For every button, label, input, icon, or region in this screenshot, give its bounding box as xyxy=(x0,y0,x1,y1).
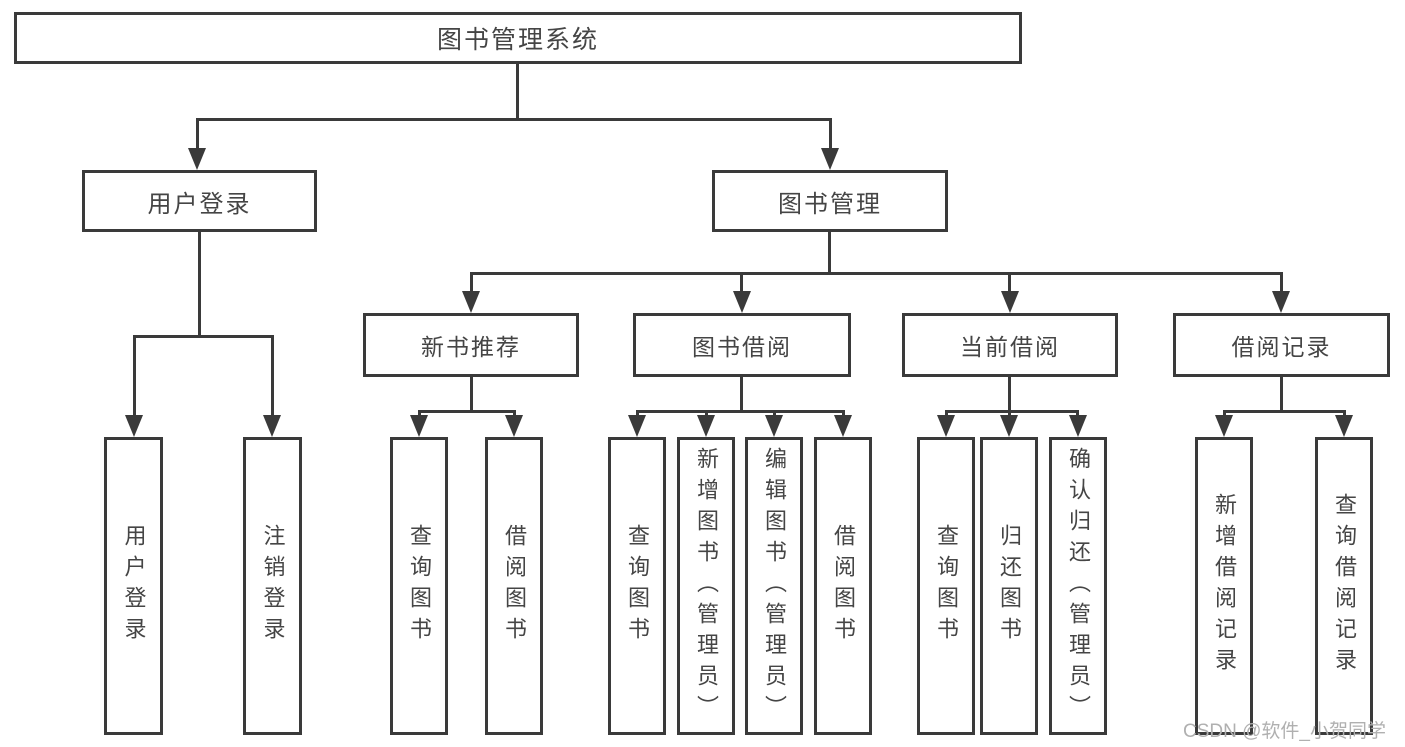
connector-v xyxy=(1076,410,1079,417)
leaf-user-login: 用户登录 xyxy=(104,437,163,735)
connector-v xyxy=(636,410,639,417)
arrowhead-down-icon xyxy=(1272,291,1290,313)
arrowhead-down-icon xyxy=(1001,291,1019,313)
leaf-query-books-borrowing: 查询图书 xyxy=(608,437,666,735)
connector-h xyxy=(945,410,1079,413)
connector-h xyxy=(418,410,516,413)
arrowhead-down-icon xyxy=(821,148,839,170)
leaf-confirm-return-admin: 确认归还（管理员） xyxy=(1049,437,1107,735)
connector-v xyxy=(1280,377,1283,412)
connector-h xyxy=(1223,410,1345,413)
connector-v xyxy=(470,272,473,294)
node-book-management: 图书管理 xyxy=(712,170,948,232)
arrowhead-down-icon xyxy=(1000,415,1018,437)
connector-v xyxy=(513,410,516,417)
arrowhead-down-icon xyxy=(1335,415,1353,437)
arrowhead-down-icon xyxy=(188,148,206,170)
arrowhead-down-icon xyxy=(733,291,751,313)
arrowhead-down-icon xyxy=(697,415,715,437)
connector-h xyxy=(196,118,832,121)
connector-v xyxy=(1280,272,1283,294)
leaf-logout-label: 注销登录 xyxy=(260,524,286,648)
arrowhead-down-icon xyxy=(1215,415,1233,437)
connector-v xyxy=(1343,410,1346,417)
arrowhead-down-icon xyxy=(410,415,428,437)
arrowhead-down-icon xyxy=(937,415,955,437)
connector-v xyxy=(740,272,743,294)
leaf-query-books-current: 查询图书 xyxy=(917,437,975,735)
connector-v xyxy=(828,232,831,274)
watermark: CSDN @软件_小贺同学 xyxy=(1183,721,1386,742)
node-user-login-label: 用户登录 xyxy=(147,190,252,218)
connector-v xyxy=(1008,272,1011,294)
connector-v xyxy=(1008,377,1011,412)
arrowhead-down-icon xyxy=(125,415,143,437)
leaf-borrow-books-borrowing-label: 借阅图书 xyxy=(831,524,856,648)
leaf-return-books-label: 归还图书 xyxy=(997,524,1022,648)
node-book-management-label: 图书管理 xyxy=(778,190,882,218)
node-current-borrowing: 当前借阅 xyxy=(902,313,1118,377)
connector-v xyxy=(196,118,199,150)
connector-v xyxy=(829,118,832,150)
leaf-borrow-books-recommend-label: 借阅图书 xyxy=(502,524,527,648)
node-library-system-label: 图书管理系统 xyxy=(436,26,599,54)
leaf-add-borrow-record-label: 新增借阅记录 xyxy=(1212,493,1237,679)
connector-v xyxy=(198,232,201,337)
connector-v xyxy=(740,377,743,412)
leaf-add-books-admin: 新增图书（管理员） xyxy=(677,437,735,735)
connector-v xyxy=(842,410,845,417)
leaf-return-books: 归还图书 xyxy=(980,437,1038,735)
connector-v xyxy=(1008,410,1011,417)
arrowhead-down-icon xyxy=(1069,415,1087,437)
leaf-query-books-recommend-label: 查询图书 xyxy=(407,524,432,648)
node-library-system: 图书管理系统 xyxy=(14,12,1022,64)
connector-h xyxy=(636,410,845,413)
node-borrow-records: 借阅记录 xyxy=(1173,313,1390,377)
leaf-edit-books-admin-label: 编辑图书（管理员） xyxy=(762,446,787,726)
connector-h xyxy=(133,335,274,338)
leaf-add-borrow-record: 新增借阅记录 xyxy=(1195,437,1253,735)
leaf-query-books-current-label: 查询图书 xyxy=(934,524,959,648)
leaf-query-borrow-record-label: 查询借阅记录 xyxy=(1332,493,1357,679)
connector-v xyxy=(133,335,136,417)
connector-v xyxy=(470,377,473,412)
connector-v xyxy=(773,410,776,417)
connector-v xyxy=(516,64,519,120)
leaf-logout: 注销登录 xyxy=(243,437,302,735)
connector-v xyxy=(705,410,708,417)
leaf-user-login-label: 用户登录 xyxy=(121,524,147,648)
node-new-book-recommend: 新书推荐 xyxy=(363,313,579,377)
arrowhead-down-icon xyxy=(628,415,646,437)
connector-v xyxy=(271,335,274,417)
node-book-borrowing-label: 图书借阅 xyxy=(692,334,792,360)
arrowhead-down-icon xyxy=(263,415,281,437)
connector-h xyxy=(470,272,1283,275)
arrowhead-down-icon xyxy=(505,415,523,437)
leaf-query-books-recommend: 查询图书 xyxy=(390,437,448,735)
leaf-confirm-return-admin-label: 确认归还（管理员） xyxy=(1066,446,1091,726)
leaf-add-books-admin-label: 新增图书（管理员） xyxy=(694,446,719,726)
leaf-edit-books-admin: 编辑图书（管理员） xyxy=(745,437,803,735)
leaf-borrow-books-recommend: 借阅图书 xyxy=(485,437,543,735)
node-new-book-recommend-label: 新书推荐 xyxy=(421,334,521,360)
node-user-login: 用户登录 xyxy=(82,170,317,232)
leaf-query-borrow-record: 查询借阅记录 xyxy=(1315,437,1373,735)
connector-v xyxy=(1223,410,1226,417)
connector-v xyxy=(418,410,421,417)
leaf-borrow-books-borrowing: 借阅图书 xyxy=(814,437,872,735)
arrowhead-down-icon xyxy=(462,291,480,313)
arrowhead-down-icon xyxy=(765,415,783,437)
node-current-borrowing-label: 当前借阅 xyxy=(960,334,1060,360)
node-book-borrowing: 图书借阅 xyxy=(633,313,851,377)
node-borrow-records-label: 借阅记录 xyxy=(1231,334,1332,360)
connector-v xyxy=(945,410,948,417)
arrowhead-down-icon xyxy=(834,415,852,437)
leaf-query-books-borrowing-label: 查询图书 xyxy=(625,524,650,648)
